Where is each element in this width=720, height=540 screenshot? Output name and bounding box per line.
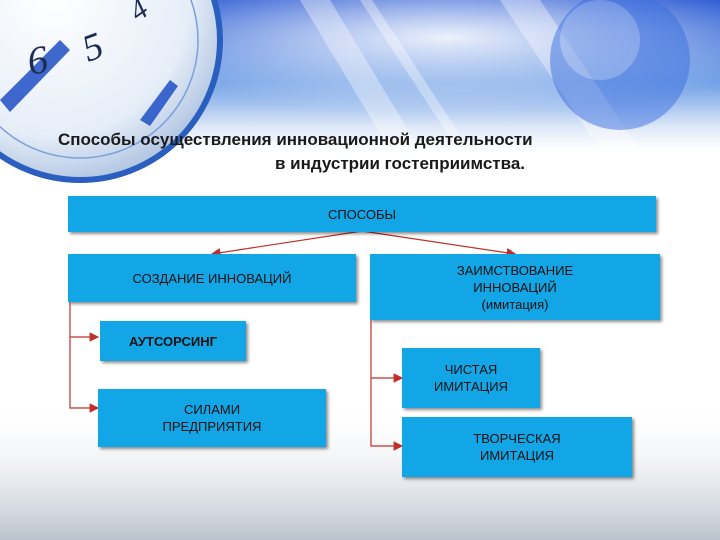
child-pure-imitation-label: ЧИСТАЯ ИМИТАЦИЯ <box>433 362 509 394</box>
root-box-methods: СПОСОБЫ <box>68 196 656 232</box>
slide-title: Способы осуществления инновационной деят… <box>40 128 700 176</box>
clock-numeral: 4 <box>123 0 154 28</box>
clock-numeral: 6 <box>24 36 52 84</box>
clock-graphic <box>0 0 223 183</box>
child-box-outsourcing: АУТСОРСИНГ <box>100 321 246 361</box>
branch-creation-label: СОЗДАНИЕ ИННОВАЦИЙ <box>132 270 292 286</box>
child-outsourcing-label: АУТСОРСИНГ <box>129 333 217 349</box>
branch-box-borrowing: ЗАИМСТВОВАНИЕ ИННОВАЦИЙ (имитация) <box>370 254 660 320</box>
branch-borrowing-line-3: (имитация) <box>481 296 549 312</box>
title-line-1: Способы осуществления инновационной деят… <box>58 130 533 149</box>
clock-numeral: 5 <box>77 24 109 70</box>
branch-borrowing-label: ЗАИМСТВОВАНИЕ ИННОВАЦИЙ (имитация) <box>457 262 573 313</box>
branch-borrowing-line-1: ЗАИМСТВОВАНИЕ <box>456 262 574 278</box>
root-label: СПОСОБЫ <box>327 206 397 222</box>
child-creative-imitation-label: ТВОРЧЕСКАЯ ИМИТАЦИЯ <box>473 431 561 463</box>
child-box-pure-imitation: ЧИСТАЯ ИМИТАЦИЯ <box>402 348 540 408</box>
branch-borrowing-line-2: ИННОВАЦИЙ <box>473 279 557 295</box>
child-in-house-label: СИЛАМИ ПРЕДПРИЯТИЯ <box>162 402 262 434</box>
branch-box-creation: СОЗДАНИЕ ИННОВАЦИЙ <box>68 254 356 302</box>
child-box-in-house: СИЛАМИ ПРЕДПРИЯТИЯ <box>98 389 326 447</box>
title-line-2: в индустрии гостеприимства. <box>274 154 526 173</box>
child-box-creative-imitation: ТВОРЧЕСКАЯ ИМИТАЦИЯ <box>402 417 632 477</box>
